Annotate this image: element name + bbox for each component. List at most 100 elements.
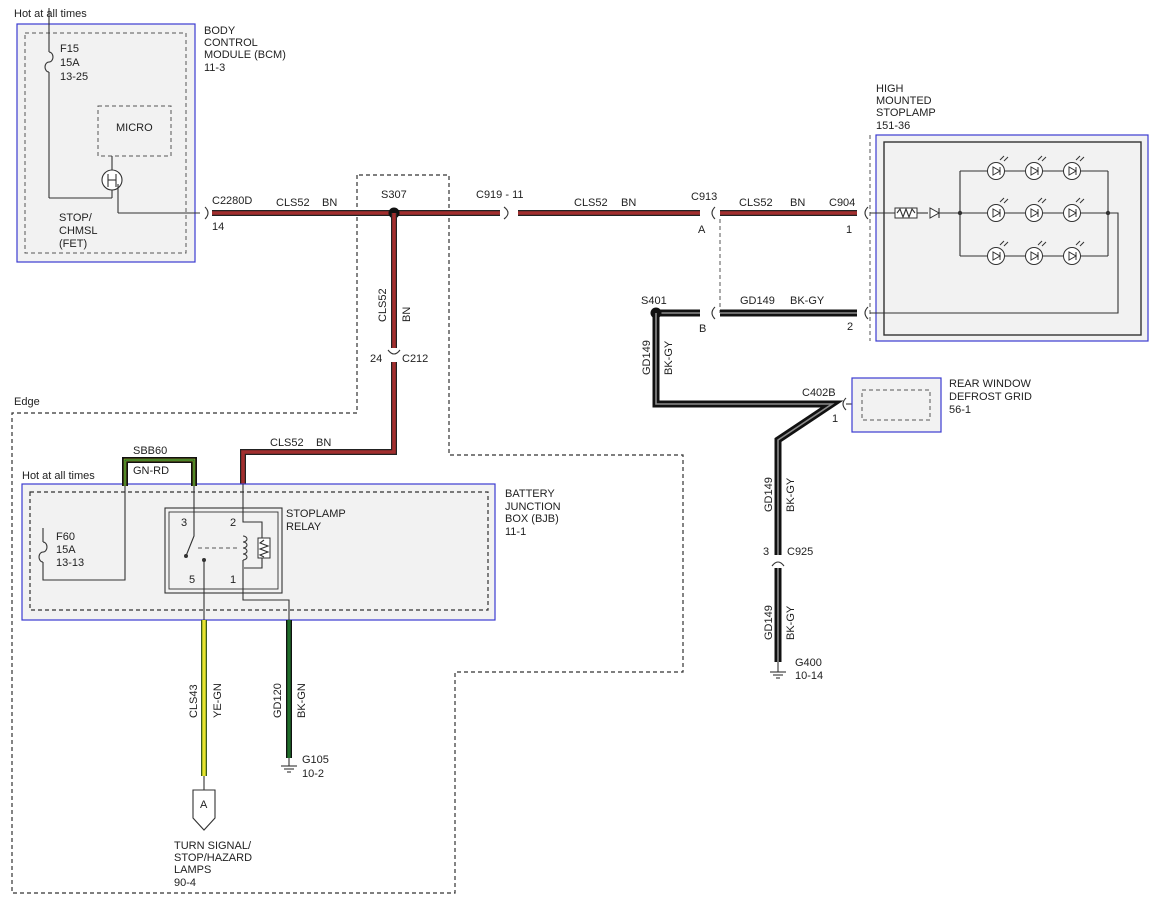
edge-region-label: Edge [14, 396, 40, 408]
wire-yegn-label: YE-GN [212, 683, 224, 718]
turn-signal-connector-tag [192, 789, 216, 831]
hmsl-name-1: HIGH [876, 83, 904, 95]
bjb-name-1: BATTERY [505, 488, 555, 500]
relay-name-2: RELAY [286, 521, 322, 533]
wire-gd149-ground [652, 313, 844, 662]
stoplamp-relay [164, 507, 283, 594]
bcm-fet-label-1: STOP/ [59, 212, 93, 224]
defrost-name-1: REAR WINDOW [949, 378, 1032, 390]
s401-label: S401 [641, 295, 667, 307]
g105-ground-symbol [281, 758, 297, 773]
bjb-fuse-ref: 13-13 [56, 557, 84, 569]
wire-bn-label-3: BN [790, 197, 805, 209]
c2280d-connector-symbol [204, 206, 209, 220]
wire-bkgn-label: BK-GN [296, 683, 308, 718]
bcm-micro-box [97, 105, 172, 157]
c212-connector-symbol [387, 349, 401, 355]
bcm-fet-label-3: (FET) [59, 238, 87, 250]
bcm-module [16, 23, 196, 263]
bcm-name-3: MODULE (BCM) [204, 49, 286, 61]
bcm-fuse-symbol [44, 51, 54, 73]
c904-pin-1: 1 [846, 224, 852, 236]
s307-label: S307 [381, 189, 407, 201]
c904-connector-symbol [864, 206, 869, 220]
bjb-fuse-symbol [38, 541, 48, 563]
g105-ref: 10-2 [302, 768, 324, 780]
bcm-fuse-rating: 15A [60, 57, 80, 69]
wire-cls52-label-1: CLS52 [276, 197, 310, 209]
c913-label: C913 [691, 191, 717, 203]
hmsl-name-2: MOUNTED [876, 95, 932, 107]
c904-pin-2: 2 [847, 321, 853, 333]
wire-gd149-label-3: GD149 [763, 477, 775, 512]
turn-signal-name-3: LAMPS [174, 864, 211, 876]
relay-pin-5: 5 [189, 574, 195, 586]
bjb-fuse-label: F60 [56, 531, 75, 543]
g400-ground-symbol [770, 662, 786, 679]
defrost-ref: 56-1 [949, 404, 971, 416]
hmsl-name-3: STOPLAMP [876, 107, 936, 119]
wire-bn-label-2: BN [621, 197, 636, 209]
wire-gd149-label-4: GD149 [763, 605, 775, 640]
wire-sbb60-label: SBB60 [133, 445, 167, 457]
wire-cls52-label-2: CLS52 [574, 197, 608, 209]
wire-gd120-label: GD120 [272, 683, 284, 718]
stoplamp-relay-inner [168, 511, 279, 590]
relay-name-1: STOPLAMP [286, 508, 346, 520]
edge-region-outline [11, 174, 684, 894]
c2280d-label: C2280D [212, 195, 252, 207]
wire-cls52-vert-label: CLS52 [377, 288, 389, 322]
turn-signal-tag: A [200, 799, 208, 811]
c212-pin: 24 [370, 353, 382, 365]
c913-connector-symbol [711, 206, 716, 220]
c212-label: C212 [402, 353, 428, 365]
wire-bn-label-4: BN [316, 437, 331, 449]
wire-bkgy-label-4: BK-GY [785, 605, 797, 640]
wire-gd149-label-2: GD149 [641, 340, 653, 375]
hmsl-ref: 151-36 [876, 120, 910, 132]
bcm-ref: 11-3 [204, 62, 225, 74]
relay-pin-2: 2 [230, 517, 236, 529]
bcm-name-1: BODY [204, 25, 236, 37]
bcm-fet-label-2: CHMSL [59, 225, 98, 237]
c913-pin: A [698, 224, 706, 236]
c904-label: C904 [829, 197, 855, 209]
wire-bn-label-1: BN [322, 197, 337, 209]
hmsl-module [875, 134, 1149, 342]
bcm-hot-label: Hot at all times [14, 8, 87, 20]
bjb-ref: 11-1 [505, 526, 526, 538]
c402b-label: C402B [802, 387, 836, 399]
c913-pin-b: B [699, 323, 706, 335]
wire-sbb60 [122, 457, 197, 486]
defrost-name-2: DEFROST GRID [949, 391, 1032, 403]
turn-signal-name-2: STOP/HAZARD [174, 852, 252, 864]
c925-pin: 3 [763, 546, 769, 558]
relay-pin-3: 3 [181, 517, 187, 529]
bjb-hot-label: Hot at all times [22, 470, 95, 482]
hmsl-led-array [987, 155, 1085, 265]
defrost-module [851, 377, 942, 433]
bjb-inner-outline [29, 491, 489, 611]
hmsl-inner [883, 141, 1142, 336]
bjb-fuse-rating: 15A [56, 544, 76, 556]
bcm-micro-label: MICRO [116, 122, 153, 134]
wire-bkgy-label-2: BK-GY [663, 340, 675, 375]
turn-signal-name-1: TURN SIGNAL/ [174, 840, 252, 852]
c925-label: C925 [787, 546, 813, 558]
wire-cls52-label-3: CLS52 [739, 197, 773, 209]
bcm-fuse-label: F15 [60, 43, 79, 55]
c919-label: C919 - 11 [476, 189, 524, 201]
turn-signal-ref: 90-4 [174, 877, 196, 889]
c913-b-connector-symbol [711, 306, 716, 320]
g400-ref: 10-14 [795, 670, 823, 682]
c402b-pin: 1 [832, 413, 838, 425]
bcm-fuse-ref: 13-25 [60, 71, 88, 83]
wire-cls52-vertical [240, 213, 397, 484]
bcm-inner-outline [24, 32, 187, 254]
wire-gd149-label-1: GD149 [740, 295, 775, 307]
bjb-name-3: BOX (BJB) [505, 513, 559, 525]
wire-bn-vert-label: BN [401, 307, 413, 322]
relay-pin-1: 1 [230, 574, 236, 586]
c925-connector-symbol [771, 561, 785, 567]
c904-pin2-connector-symbol [864, 306, 869, 320]
